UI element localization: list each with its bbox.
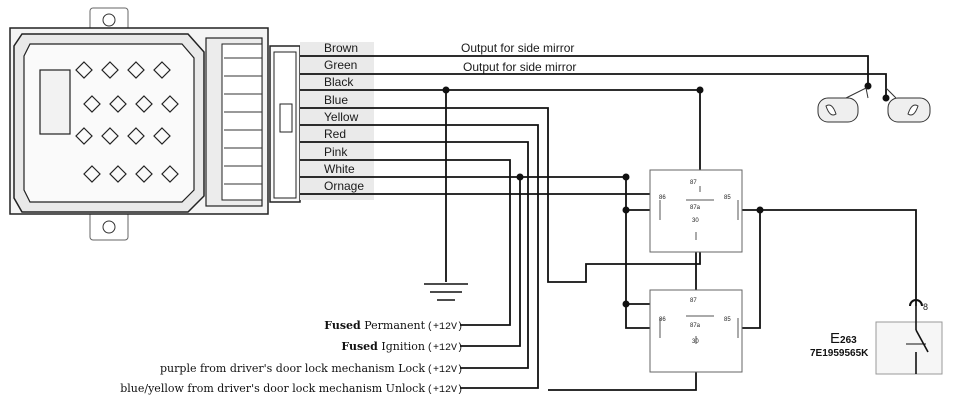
connector-wire-stubs [300,55,374,195]
side-mirror-icon [817,87,869,123]
relay-icon [649,289,743,373]
wire-label-red: Red [324,127,346,141]
relay1-pin-87a: 87a [690,205,701,211]
input-label-unlock: blue/yellow from driver's door lock mech… [120,382,425,395]
wire-yellow [374,124,539,389]
control-module-icon [9,7,301,241]
mirror-output-note-2: Output for side mirror [463,60,576,74]
junction-dots [442,82,890,308]
relay2-pin-30: 30 [692,339,699,345]
wire-label-pink: Pink [324,145,348,159]
relay1-pin-85: 85 [724,195,731,201]
relay2-pin-87: 87 [690,298,697,304]
switch-pin-label: 8 [923,302,928,312]
wire-label-brown: Brown [324,41,358,55]
wire-red [374,141,529,369]
input-volt-ignition: (+12V) [427,342,463,354]
wire-brown [374,55,869,86]
wire-blue [374,107,701,283]
input-label-lock: purple from driver's door lock mechanism… [160,362,425,375]
switch-title: E263 [830,330,857,347]
wire-label-white: White [324,162,355,176]
input-label-permanent: Fused Permanent [324,319,425,332]
wire-label-green: Green [324,58,357,72]
ground-symbol-icon [424,283,468,301]
relay2-pin-87a: 87a [690,323,701,329]
relay1-pin-30: 30 [692,218,699,224]
wire-colour-panel [300,42,374,200]
mirror-output-note-1: Output for side mirror [461,41,574,55]
wire-white-drop [460,177,521,347]
relay2-pin-86: 86 [659,317,666,323]
wire-green [374,73,887,98]
relay2-pin-85: 85 [724,317,731,323]
wire-label-yellow: Yellow [324,110,359,124]
relay-icon [649,169,743,253]
input-volt-unlock: (+12V) [427,384,463,396]
input-volt-lock: (+12V) [427,364,463,376]
wire-label-orange: Ornage [324,179,364,193]
relay1-pin-87: 87 [690,180,697,186]
wire-label-black: Black [324,75,354,89]
input-volt-permanent: (+12V) [427,321,463,333]
input-label-ignition: Fused Ignition [341,340,425,353]
relay1-pin-86: 86 [659,195,666,201]
side-mirror-icon [885,87,931,123]
wire-86-link-2 [625,304,654,329]
wire-pink [374,159,511,326]
wire-85 [730,209,917,306]
switch-part-code: 7E1959565K [810,348,869,359]
wire-label-blue: Blue [324,93,348,107]
switch-icon [875,299,943,375]
